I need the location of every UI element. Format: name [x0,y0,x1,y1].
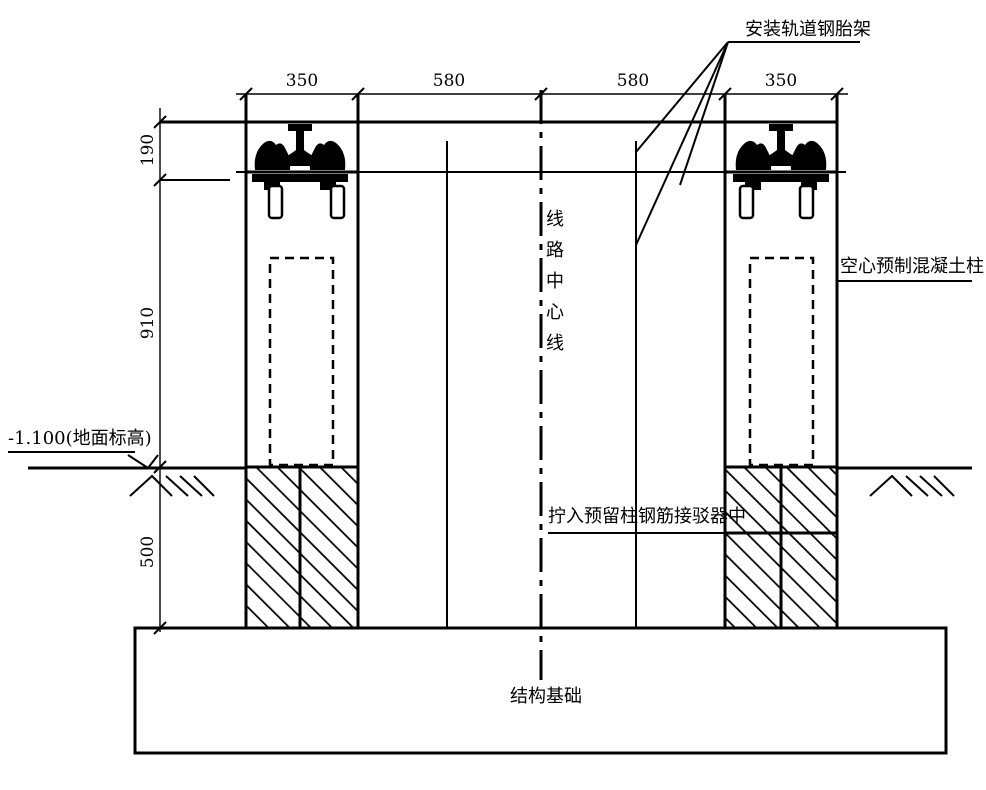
left-hatched-embed [244,465,360,630]
left-rail-assembly [252,124,348,220]
dim-left-3: 500 [138,536,158,568]
line-center-char: 线 [546,209,564,230]
line-center-char: 路 [546,240,564,261]
dim-top-3: 580 [617,71,649,91]
label-line-center: 线 路 中 心 线 [546,209,564,354]
dim-left-1: 190 [138,134,158,166]
right-rail-assembly [733,124,829,220]
tire-frame-leaders [635,41,860,246]
label-foundation: 结构基础 [510,686,582,707]
right-hollow-core [748,256,815,467]
top-dimension [236,87,848,101]
ground-line-right [837,466,972,497]
label-tire-frame: 安装轨道钢胎架 [745,19,871,40]
label-ground-level: -1.100(地面标高) [8,428,152,449]
line-center-char: 心 [546,302,564,323]
left-hollow-core [268,256,335,467]
ground-line-left [8,451,246,497]
dim-top-2: 580 [433,71,465,91]
dim-left-2: 910 [138,307,158,339]
label-insert-connector: 拧入预留柱钢筋接驳器中 [548,506,746,527]
line-center-char: 线 [546,333,564,354]
left-dimension [153,108,230,635]
dim-top-1: 350 [286,71,318,91]
label-hollow-column: 空心预制混凝土柱 [840,256,984,277]
right-column [723,94,839,630]
line-center-char: 中 [546,271,564,292]
dim-top-4: 350 [765,71,797,91]
left-column [244,94,360,630]
